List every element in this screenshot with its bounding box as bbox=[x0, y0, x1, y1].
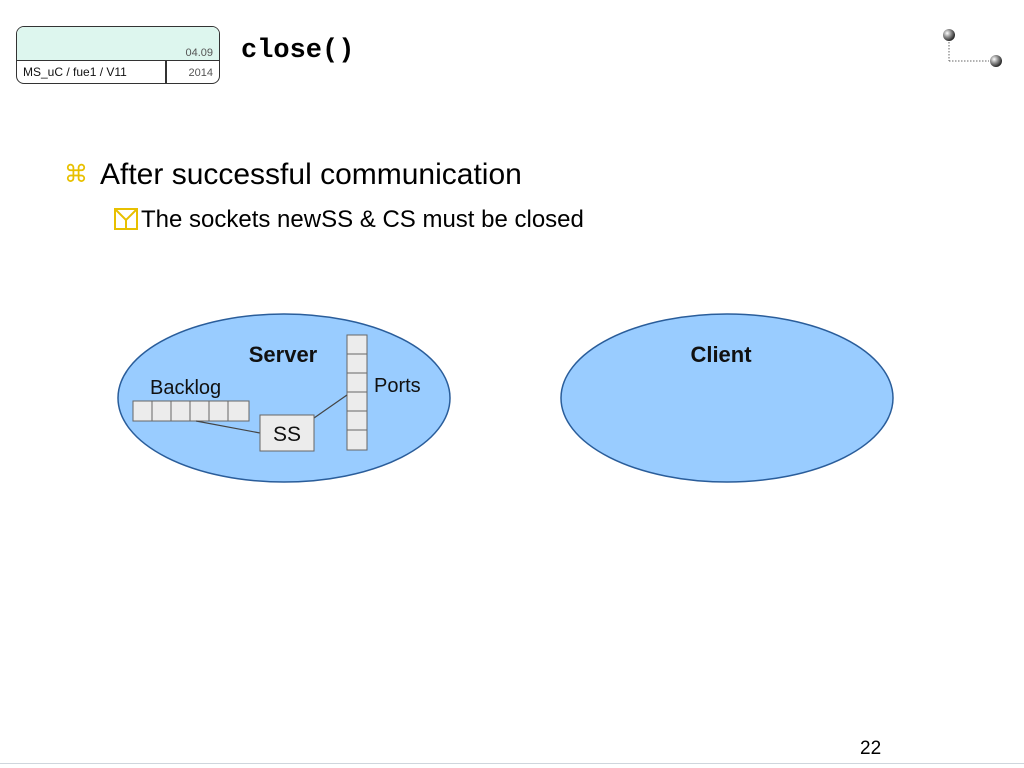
slide-title: close() bbox=[241, 36, 355, 66]
bullet-level1: ⌘ After successful communication bbox=[64, 158, 522, 192]
ports-label: Ports bbox=[374, 375, 421, 397]
page-number: 22 bbox=[860, 738, 882, 759]
header-date-day: 04.09 bbox=[185, 47, 213, 59]
client-label: Client bbox=[690, 342, 752, 367]
ss-port-connector bbox=[313, 394, 348, 419]
bullet-level2: The sockets newSS & CS must be closed bbox=[114, 206, 584, 234]
header-box: 04.09 2014 MS_uC / fue1 / V11 bbox=[16, 26, 220, 84]
corner-decoration-icon bbox=[943, 29, 1002, 67]
client-ellipse bbox=[560, 313, 894, 483]
backlog-ss-connector bbox=[195, 420, 261, 434]
course-label: MS_uC / fue1 / V11 bbox=[23, 65, 127, 79]
backlog-queue bbox=[132, 400, 250, 422]
header-divider bbox=[165, 61, 167, 83]
bullet-checkbox-icon bbox=[114, 208, 138, 230]
header-date-year: 2014 bbox=[188, 67, 213, 79]
footer-divider bbox=[0, 763, 1024, 764]
bullet-level1-text: After successful communication bbox=[100, 158, 522, 191]
bullet-level2-text: The sockets newSS & CS must be closed bbox=[141, 206, 584, 233]
ss-box bbox=[259, 414, 315, 452]
server-label: Server bbox=[249, 342, 318, 367]
header-top-band bbox=[17, 27, 219, 61]
ss-label: SS bbox=[273, 423, 301, 446]
ports-column bbox=[346, 334, 368, 451]
backlog-label: Backlog bbox=[150, 377, 221, 399]
bullet-command-icon: ⌘ bbox=[64, 161, 88, 188]
